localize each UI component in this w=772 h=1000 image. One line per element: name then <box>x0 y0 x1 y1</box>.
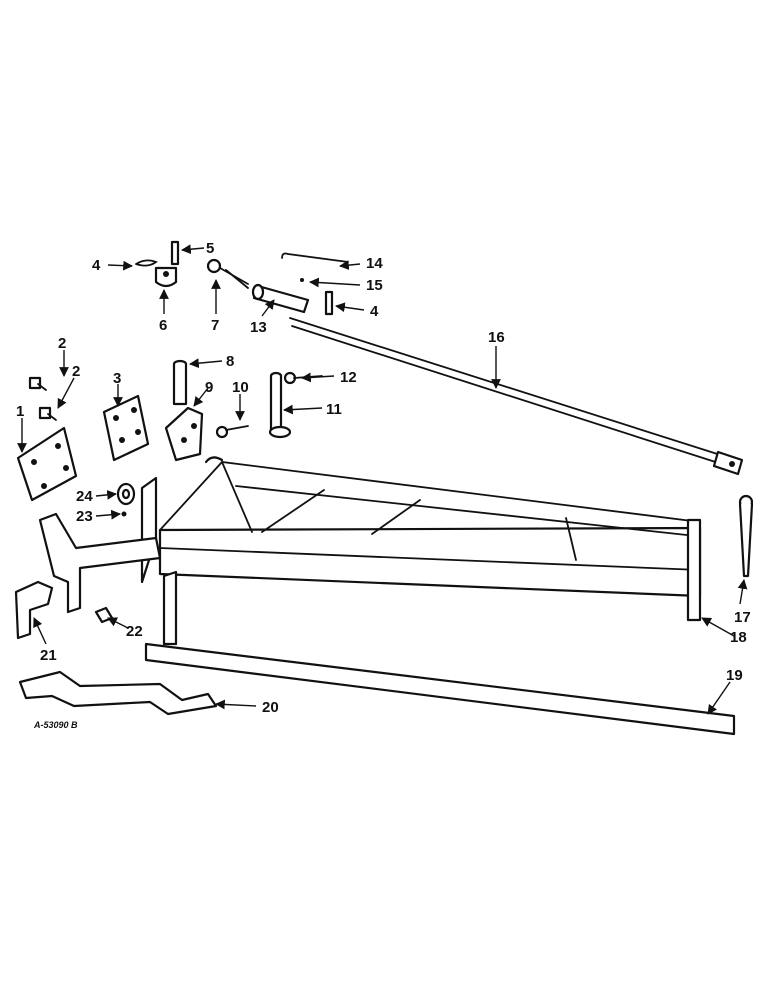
callout-10: 10 <box>232 379 249 396</box>
callout-18: 18 <box>730 629 747 646</box>
callout-2-upper: 2 <box>58 335 66 352</box>
part-23-fitting <box>121 511 127 517</box>
part-6-clevis <box>154 266 178 288</box>
callout-14: 14 <box>366 255 383 272</box>
part-2-bolt-lower <box>38 406 57 421</box>
callout-2-lower: 2 <box>72 363 80 380</box>
main-frame <box>38 456 702 614</box>
callout-1: 1 <box>16 403 24 420</box>
callout-20: 20 <box>262 699 279 716</box>
part-18-post <box>686 518 702 622</box>
callout-6: 6 <box>159 317 167 334</box>
part-3-plate <box>102 394 150 462</box>
part-20-hitch-bar <box>18 670 218 716</box>
callout-5: 5 <box>206 240 214 257</box>
callout-4-right: 4 <box>370 303 379 320</box>
part-16-link-rod <box>289 317 744 476</box>
part-2-bolt-upper <box>28 376 47 391</box>
callout-9: 9 <box>205 379 213 396</box>
callout-19: 19 <box>726 667 743 684</box>
part-15-washer <box>300 278 304 282</box>
part-22-block <box>94 606 114 624</box>
part-13-adjuster-tube <box>251 283 310 314</box>
part-9-bracket <box>164 406 204 462</box>
part-8-pin <box>172 359 188 406</box>
callout-17: 17 <box>734 609 751 626</box>
part-17-link <box>738 494 754 578</box>
reference-code: A-53090 B <box>33 720 78 730</box>
callout-24: 24 <box>76 488 93 505</box>
callout-21: 21 <box>40 647 57 664</box>
part-1-mounting-plate <box>16 426 78 502</box>
part-4-cotter-pin-left <box>135 259 158 267</box>
callout-8: 8 <box>226 353 234 370</box>
callout-15: 15 <box>366 277 383 294</box>
callout-22: 22 <box>126 623 143 640</box>
callout-11: 11 <box>326 401 342 418</box>
part-14-spring-pin <box>281 252 349 263</box>
part-21-clamp <box>14 580 54 640</box>
callout-3: 3 <box>113 370 121 387</box>
callout-23: 23 <box>76 508 93 525</box>
callout-13: 13 <box>250 319 267 336</box>
part-19-drawbar <box>144 570 736 736</box>
callout-7: 7 <box>211 317 219 334</box>
part-10-eye-bolt <box>215 425 249 439</box>
leader-lines <box>17 244 748 715</box>
part-24-bushing <box>116 482 136 506</box>
part-4-cotter-pin-right <box>324 290 334 316</box>
part-11-pivot-pin <box>268 371 292 439</box>
callout-16: 16 <box>488 329 505 346</box>
part-5-pin <box>170 240 180 266</box>
callout-4-left: 4 <box>92 257 101 274</box>
part-7-rod-end <box>206 258 249 289</box>
callout-12: 12 <box>340 369 357 386</box>
